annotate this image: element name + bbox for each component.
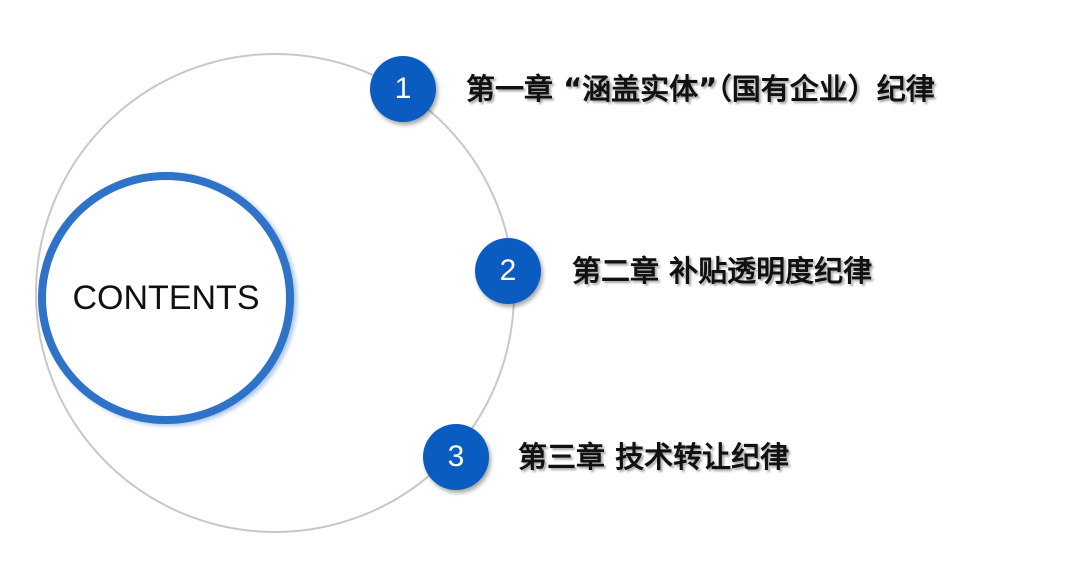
chapter-2-number: 2 [475, 238, 541, 304]
chapter-2-label[interactable]: 第二章 补贴透明度纪律 [572, 254, 873, 288]
chapter-3-label[interactable]: 第三章 技术转让纪律 [518, 440, 790, 474]
chapter-1-number: 1 [370, 56, 436, 122]
contents-title: CONTENTS [72, 278, 260, 317]
chapter-1-label[interactable]: 第一章 “涵盖实体”（国有企业）纪律 [466, 72, 935, 106]
chapter-3-number: 3 [423, 424, 489, 490]
contents-ring: CONTENTS [38, 172, 294, 424]
